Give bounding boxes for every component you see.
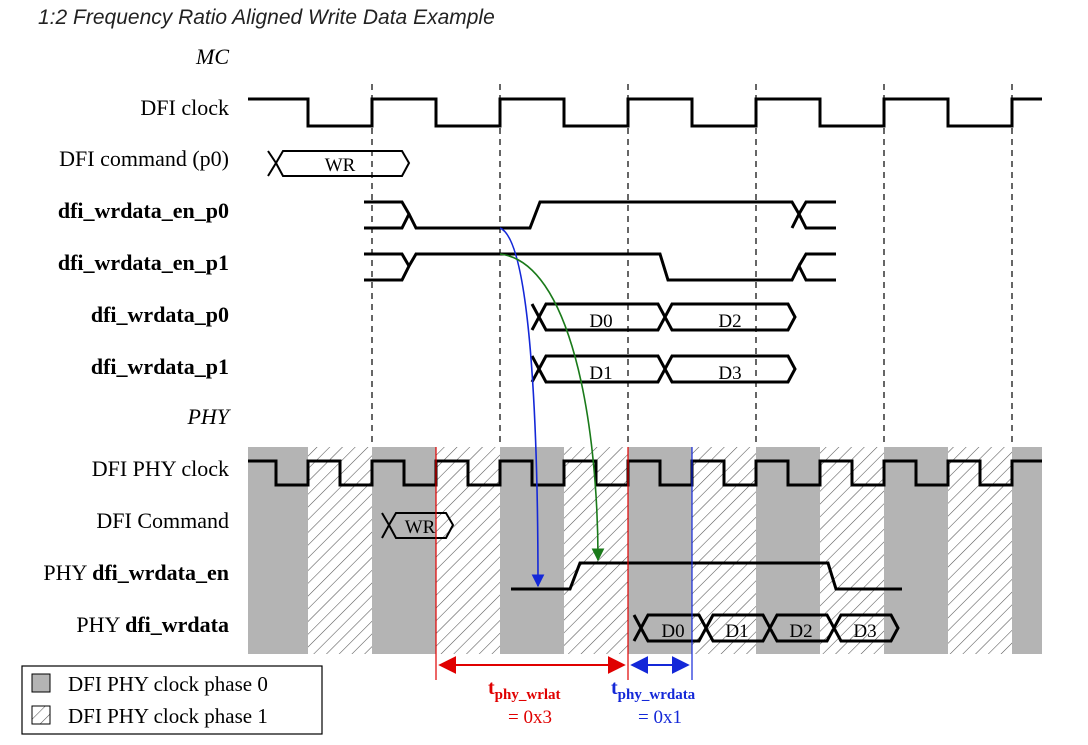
wrlat-subscript: phy_wrlat (495, 687, 561, 703)
phy-wrdata-value-0: D0 (661, 621, 684, 642)
wrlat-value: = 0x3 (508, 707, 552, 728)
cmd-p0-bus (267, 150, 411, 177)
dfi-clock-wave (248, 97, 1042, 128)
legend-phase1-label: DFI PHY clock phase 1 (68, 704, 268, 728)
legend-phase1-swatch (31, 705, 51, 725)
p0-to-phy-arrow (499, 227, 545, 588)
wrdata-p1-value-1: D3 (718, 363, 741, 384)
legend-box (21, 665, 323, 735)
wrdata-subscript: phy_wrdata (618, 687, 696, 703)
phase0-band (248, 447, 308, 654)
phy-clock-wave (248, 459, 1042, 487)
phy-phase-background (248, 447, 1042, 654)
legend: DFI PHY clock phase 0 DFI PHY clock phas… (21, 665, 323, 735)
label-wrdata-en-p0: dfi_wrdata_en_p0 (58, 198, 229, 223)
phy-cmd-value: WR (405, 517, 436, 538)
section-mc: MC (195, 44, 229, 69)
wrdata-en-p0-wave (364, 200, 836, 230)
label-phy-wrdata: PHY dfi_wrdata (76, 612, 229, 637)
wrdata-p0-bus (530, 302, 797, 332)
wrdata-p1-value-0: D1 (589, 363, 612, 384)
label-phy-wrdata-en: PHY dfi_wrdata_en (43, 560, 229, 585)
wrdata-value: = 0x1 (638, 707, 682, 728)
wrdata-label: tphy_wrdata (611, 677, 696, 703)
label-wrdata-p0: dfi_wrdata_p0 (91, 302, 229, 327)
section-phy: PHY (186, 404, 231, 429)
legend-phase0-swatch (31, 673, 51, 693)
phy-cmd-bus (381, 512, 455, 539)
label-dfi-command-p0: DFI command (p0) (59, 146, 229, 171)
wrdata-p0-value-0: D0 (589, 311, 612, 332)
phy-wrdata-value-3: D3 (853, 621, 876, 642)
label-phy-command: DFI Command (96, 508, 229, 533)
phase0-band (1012, 447, 1042, 654)
legend-phase0-label: DFI PHY clock phase 0 (68, 672, 268, 696)
label-phy-prefix: PHY (43, 560, 92, 585)
wrdata-en-p1-wave (364, 252, 836, 282)
wrdata-p0-value-1: D2 (718, 311, 741, 332)
diagram-title: 1:2 Frequency Ratio Aligned Write Data E… (38, 6, 495, 29)
label-phy-wrdata-en-name: dfi_wrdata_en (92, 560, 229, 585)
wrdata-t: t (611, 677, 618, 699)
label-dfi-clock: DFI clock (140, 95, 229, 120)
phy-wrdata-value-2: D2 (789, 621, 812, 642)
wrlat-label: tphy_wrlat (488, 677, 561, 703)
wrdata-p1-bus (530, 354, 797, 384)
label-phy-prefix: PHY (76, 612, 125, 637)
cmd-p0-value: WR (325, 155, 356, 176)
label-phy-clock: DFI PHY clock (92, 456, 229, 481)
label-phy-wrdata-name: dfi_wrdata (125, 612, 229, 637)
wrlat-t: t (488, 677, 495, 699)
p1-to-phy-arrow (499, 253, 605, 562)
label-wrdata-en-p1: dfi_wrdata_en_p1 (58, 250, 229, 275)
phy-wrdata-bus (632, 613, 900, 643)
label-wrdata-p1: dfi_wrdata_p1 (91, 354, 229, 379)
phy-wrdata-value-1: D1 (725, 621, 748, 642)
clock-edge-guides (371, 84, 1013, 447)
phy-wrdata-en-wave (511, 561, 902, 591)
